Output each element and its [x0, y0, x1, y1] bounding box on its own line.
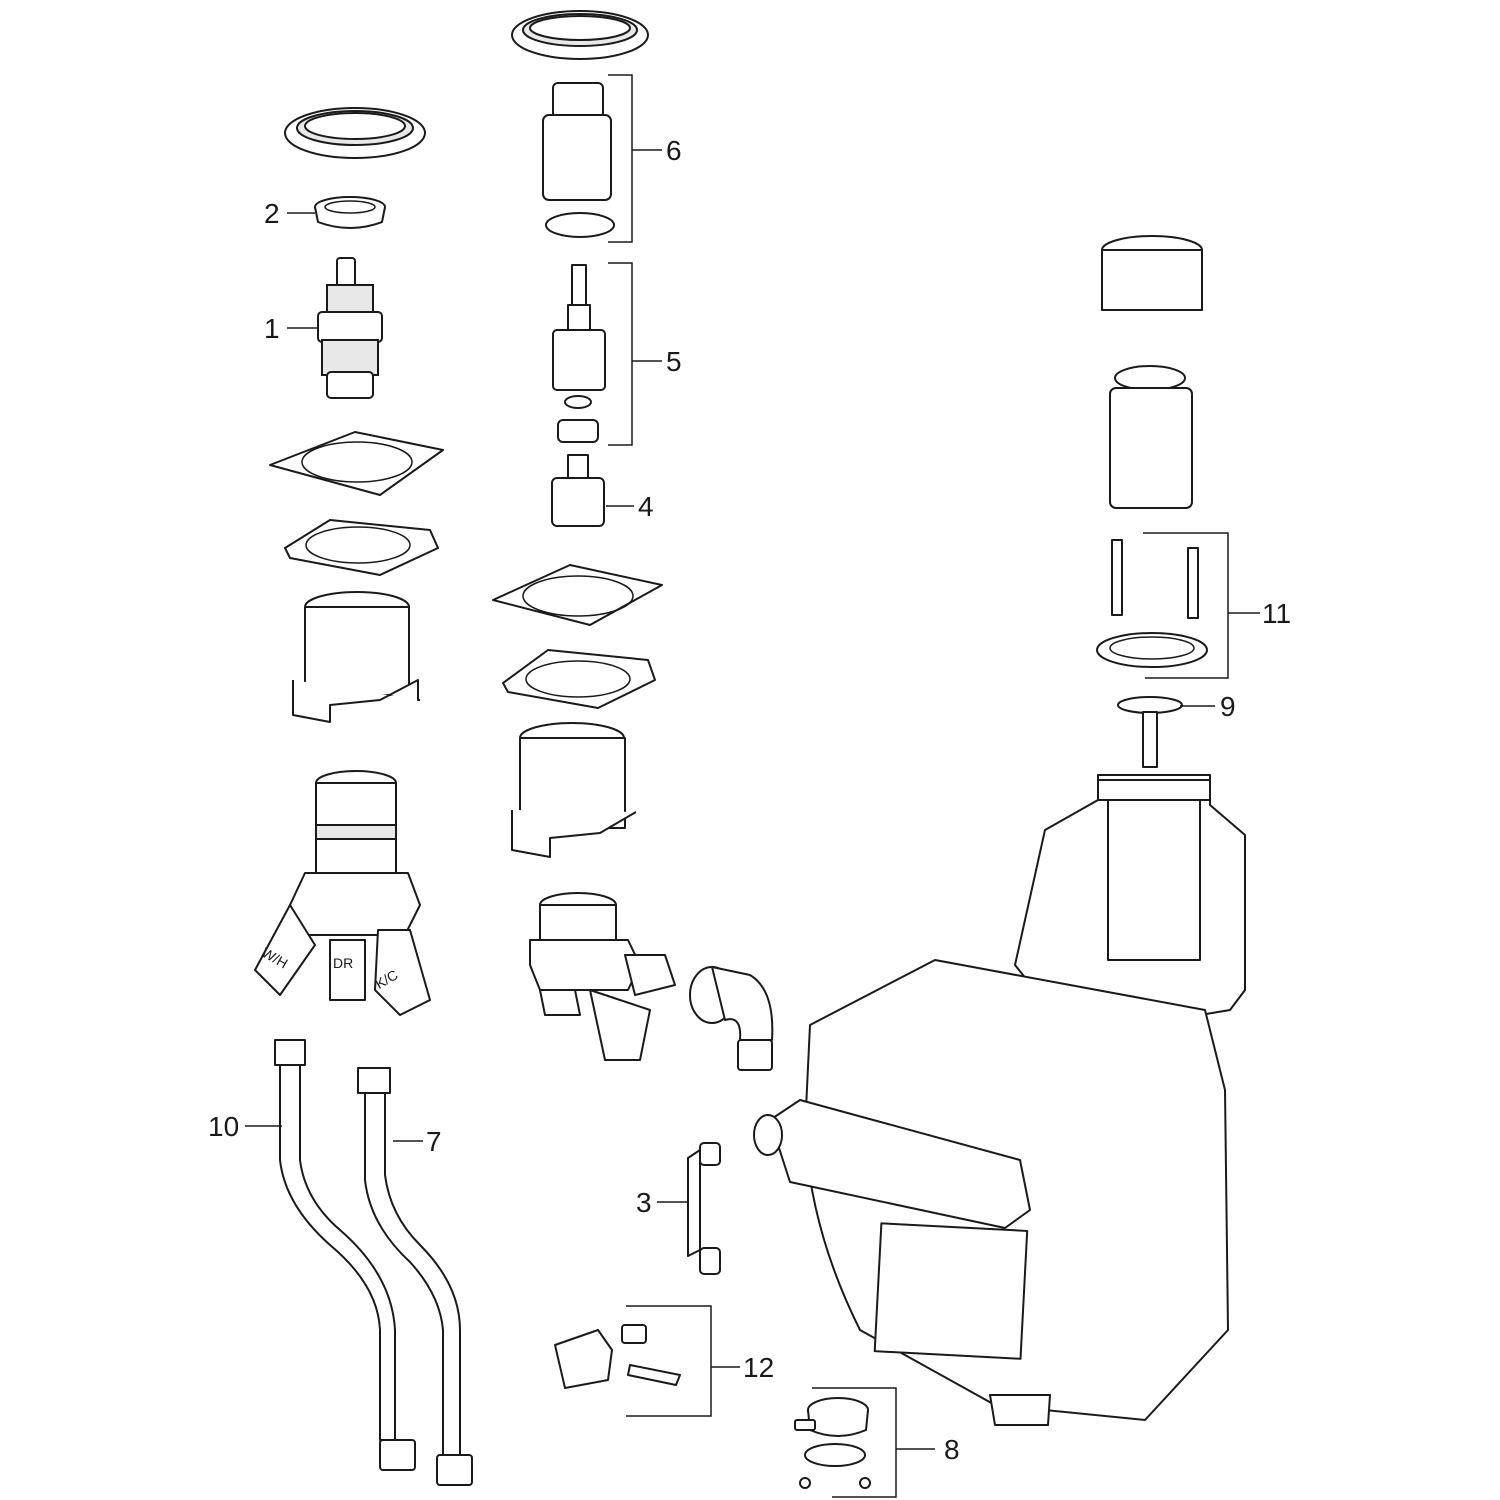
part-12-bracket-set [554, 1324, 681, 1389]
label-3: 3 [636, 1187, 652, 1218]
callout-4: 4 [606, 491, 654, 522]
label-12: 12 [743, 1352, 774, 1383]
callout-10: 10 [208, 1111, 282, 1142]
marking-dr: DR [333, 955, 353, 971]
right-cap [1101, 235, 1203, 311]
callout-5: 5 [608, 262, 682, 446]
callout-8: 8 [812, 1387, 960, 1498]
label-9: 9 [1220, 691, 1236, 722]
middle-top-ring [511, 10, 649, 60]
part-7-hose [357, 1067, 473, 1486]
label-5: 5 [666, 346, 682, 377]
label-6: 6 [666, 135, 682, 166]
callout-12: 12 [626, 1305, 774, 1417]
label-8: 8 [944, 1434, 960, 1465]
middle-gasket-square [492, 564, 663, 626]
main-housing [753, 774, 1246, 1426]
part-9-plunger [1117, 696, 1183, 768]
middle-gasket-flange [502, 649, 656, 709]
callout-7: 7 [393, 1126, 442, 1157]
part-3-connector-pipe [687, 1142, 721, 1275]
part-5-spindle [552, 264, 606, 443]
part-6-cartridge [542, 82, 615, 238]
callout-11: 11 [1143, 532, 1291, 679]
label-10: 10 [208, 1111, 239, 1142]
callout-9: 9 [1180, 691, 1236, 722]
middle-sleeve [511, 722, 637, 858]
part-10-hose [274, 1039, 416, 1471]
label-11: 11 [1262, 598, 1291, 629]
part-4-cartridge [551, 454, 605, 527]
left-sleeve [292, 591, 420, 723]
left-top-ring [284, 107, 426, 159]
label-1: 1 [264, 313, 280, 344]
right-actuator [1109, 365, 1193, 509]
callout-2: 2 [264, 198, 315, 229]
elbow-fitting [689, 966, 774, 1071]
label-2: 2 [264, 198, 280, 229]
left-diverter-valve: W/H DR K/C [254, 770, 431, 1016]
part-2-nut [314, 196, 386, 229]
middle-valve-body [529, 892, 676, 1061]
left-gasket-square [269, 431, 444, 496]
part-8-outlet-set [794, 1397, 871, 1489]
label-7: 7 [426, 1126, 442, 1157]
part-1-cartridge [317, 257, 383, 399]
label-4: 4 [638, 491, 654, 522]
callout-6: 6 [608, 74, 682, 243]
callout-3: 3 [636, 1187, 688, 1218]
part-11-screws-and-ring [1096, 539, 1208, 668]
left-gasket-flange [284, 519, 439, 576]
callout-1: 1 [264, 313, 318, 344]
